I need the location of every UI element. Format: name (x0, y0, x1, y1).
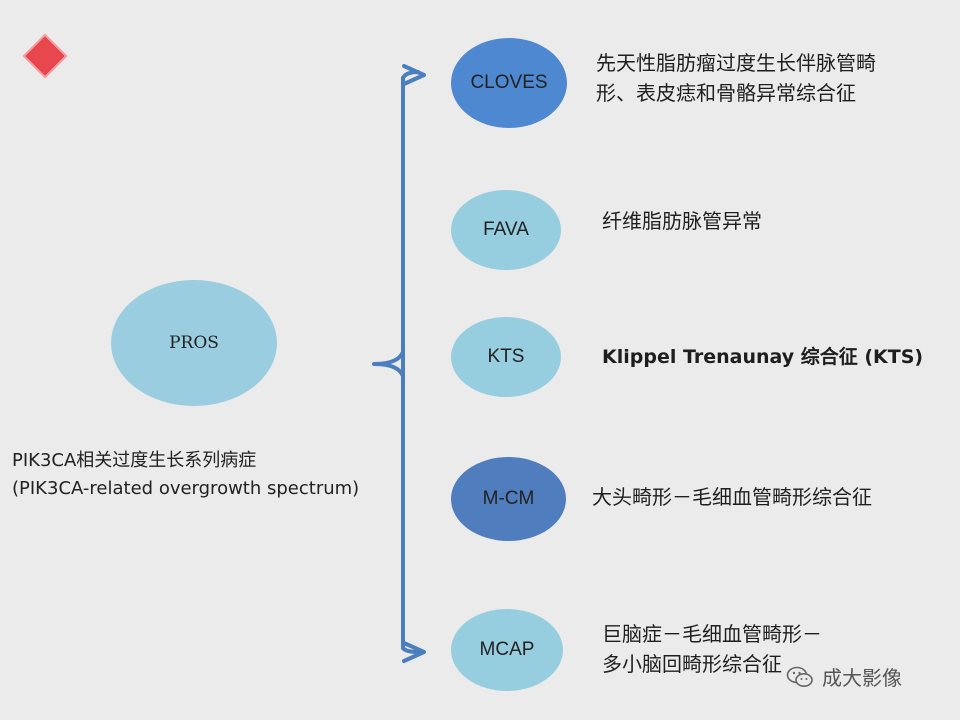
desc-mcm: 大头畸形－毛细血管畸形综合征 (592, 482, 952, 512)
desc-fava-line-1: 纤维脂肪脉管异常 (602, 209, 762, 233)
root-caption: PIK3CA相关过度生长系列病症 (PIK3CA-related overgro… (12, 447, 432, 503)
desc-mcap-line-1: 巨脑症－毛细血管畸形－ (602, 622, 822, 646)
bracket-middle-tip (372, 350, 405, 378)
node-mcap: MCAP (451, 609, 563, 691)
node-pros-label: PROS (169, 333, 219, 353)
node-fava-label: FAVA (483, 219, 529, 240)
node-fava: FAVA (451, 190, 561, 270)
node-kts-label: KTS (487, 346, 525, 367)
node-cloves: CLOVES (451, 38, 567, 128)
root-caption-zh: PIK3CA相关过度生长系列病症 (12, 450, 257, 471)
desc-cloves: 先天性脂肪瘤过度生长伴脉管畸 形、表皮痣和骨骼异常综合征 (596, 48, 946, 108)
node-cloves-label: CLOVES (470, 72, 548, 93)
desc-mcm-line-1: 大头畸形－毛细血管畸形综合征 (592, 485, 872, 509)
node-mcm-label: M-CM (482, 488, 535, 509)
arrow-to-cloves (402, 64, 426, 86)
node-kts: KTS (451, 317, 561, 397)
desc-mcap-line-2: 多小脑回畸形综合征 (602, 652, 782, 676)
bracket-bottom-hook (401, 646, 420, 654)
watermark: 成大影像 (786, 662, 902, 691)
node-mcap-label: MCAP (479, 639, 535, 660)
root-caption-en: (PIK3CA-related overgrowth spectrum) (12, 478, 360, 499)
arrow-to-mcap (402, 641, 426, 663)
desc-fava: 纤维脂肪脉管异常 (602, 206, 902, 236)
wechat-icon (786, 666, 813, 687)
node-pros: PROS (111, 280, 277, 406)
desc-kts-line-1: Klippel Trenaunay 综合征 (KTS) (602, 346, 924, 368)
desc-cloves-line-2: 形、表皮痣和骨骼异常综合征 (596, 81, 856, 105)
watermark-text: 成大影像 (822, 666, 902, 690)
node-mcm: M-CM (451, 457, 566, 541)
desc-cloves-line-1: 先天性脂肪瘤过度生长伴脉管畸 (596, 51, 876, 75)
desc-mcap: 巨脑症－毛细血管畸形－ 多小脑回畸形综合征 (602, 619, 902, 679)
desc-kts: Klippel Trenaunay 综合征 (KTS) (602, 342, 942, 372)
